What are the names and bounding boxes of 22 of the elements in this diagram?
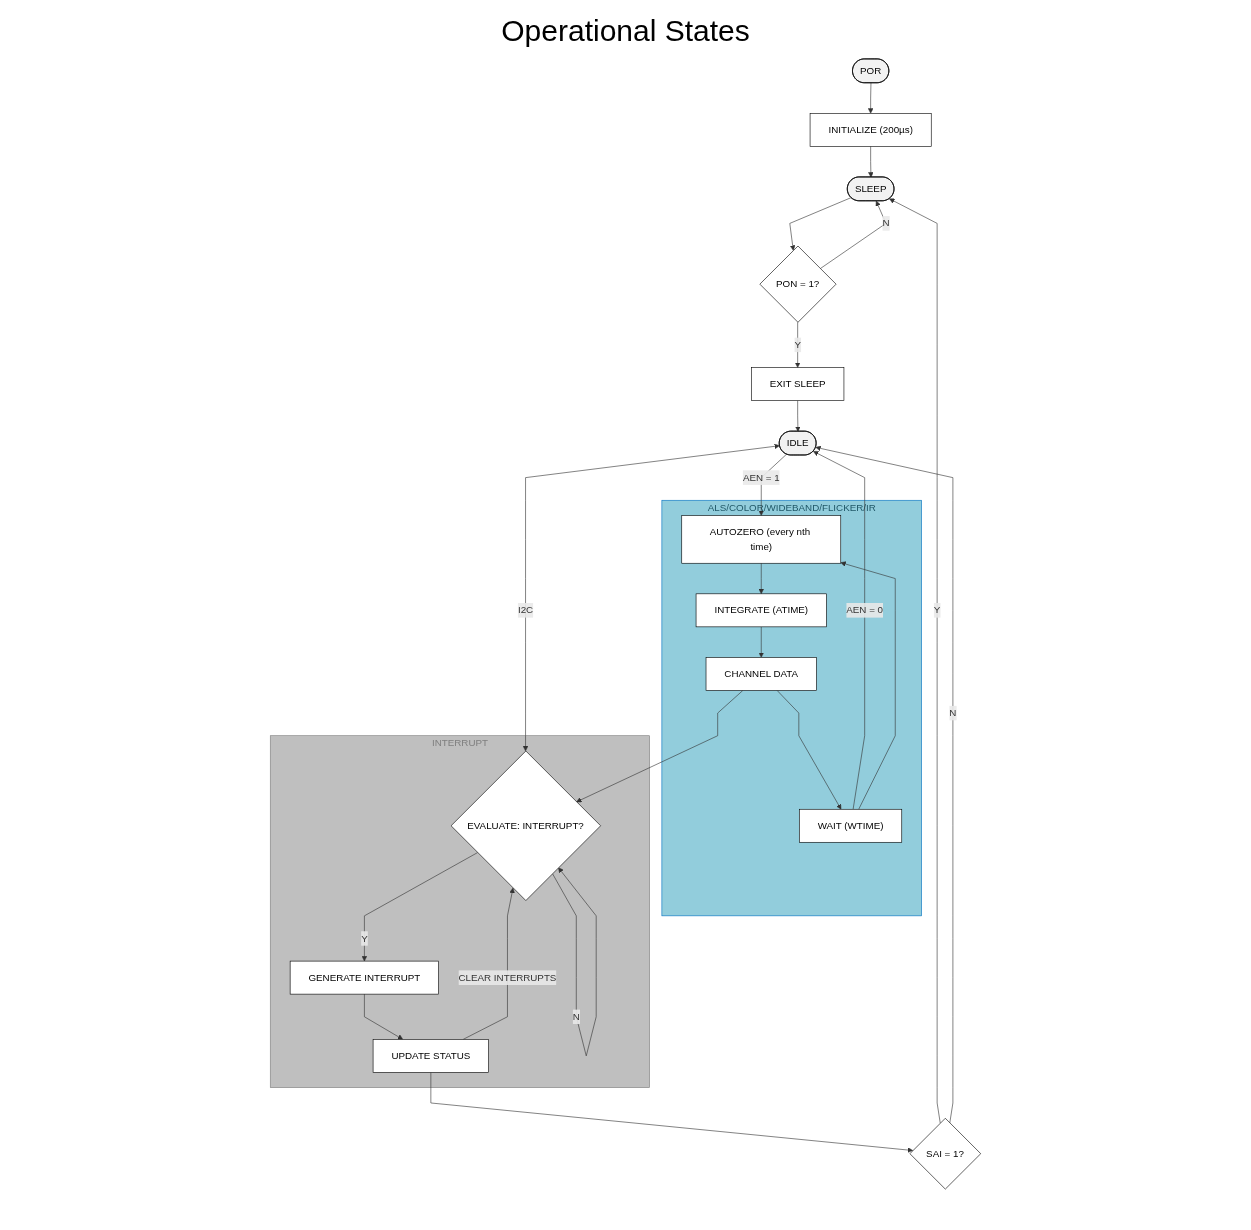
edge-label: Y [794,339,801,350]
node-box: WAIT (WTIME) [799,808,903,843]
node-box: AUTOZERO (every nth time) [681,515,842,564]
node-diamond: PON = 1? [759,245,837,323]
node-box: EXIT SLEEP [751,367,845,401]
edge-label: AEN = 1 [742,472,780,483]
node-box: INITIALIZE (200µs) [809,113,932,147]
edge-label: Y [933,604,941,616]
edge-label: CLEAR INTERRUPTS [458,972,557,983]
node-box: GENERATE INTERRUPT [289,960,439,995]
edge-label: N [572,1011,580,1022]
edge-label: N [882,217,890,229]
edge-label: N [949,707,957,718]
diagram-title: Operational States [500,14,751,48]
node-diamond: SAI = 1? [909,1117,982,1190]
edge-label: I2C [517,604,534,616]
node-box: CHANNEL DATA [705,657,817,691]
node-box: UPDATE STATUS [372,1039,489,1073]
node-box: INTEGRATE (ATIME) [695,593,827,628]
node-diamond: EVALUATE: INTERRUPT? [450,750,601,901]
edge-label: Y [361,932,368,944]
edge-label: AEN = 0 [846,604,884,616]
